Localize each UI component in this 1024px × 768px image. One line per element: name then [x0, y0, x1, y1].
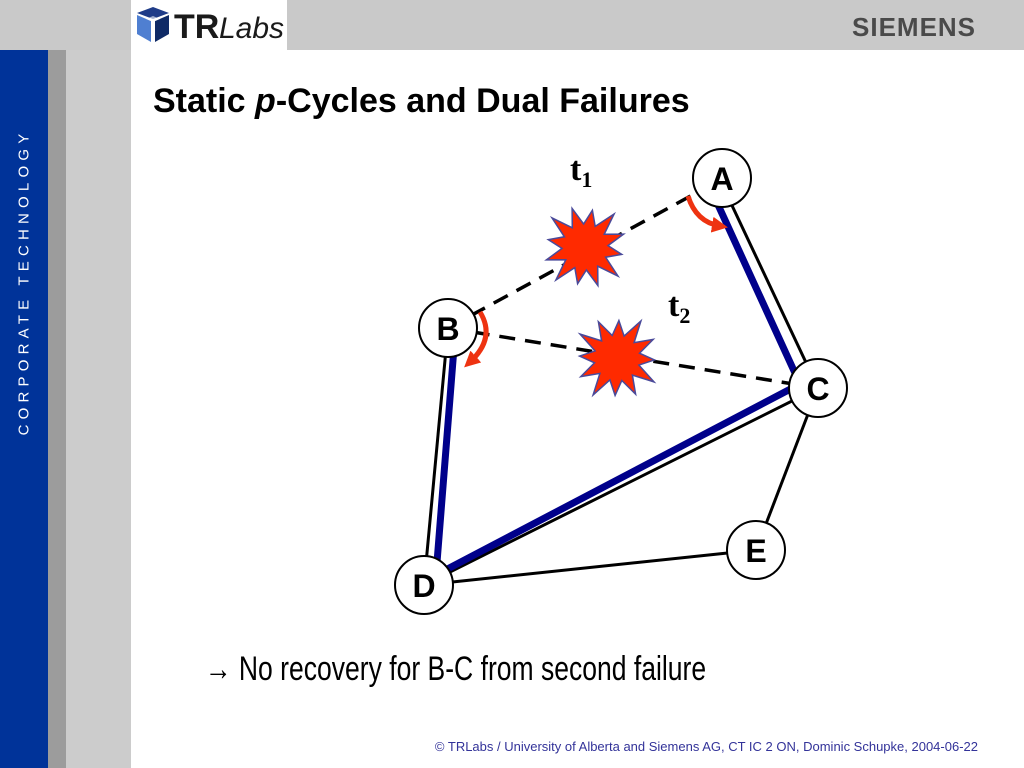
trlabs-logo: TR Labs: [137, 7, 284, 46]
node-b-label: B: [436, 311, 459, 347]
link-a-c: [718, 179, 820, 389]
node-d: D: [394, 555, 454, 615]
bullet-text: No recovery for B-C from second failure: [231, 650, 707, 688]
logo-tr-text: TR: [174, 8, 219, 46]
p-cycle-path: [432, 194, 804, 579]
node-e: E: [726, 520, 786, 580]
bullet-point: → No recovery for B-C from second failur…: [205, 650, 706, 689]
node-e-label: E: [745, 533, 766, 569]
loopback-arrow-b: [464, 310, 489, 368]
trlabs-emblem-icon: [137, 7, 169, 42]
loopback-arrow-a: [685, 195, 728, 233]
failure-burst-2: [577, 318, 657, 398]
node-a-label: A: [710, 161, 733, 197]
slide-title: Static p-Cycles and Dual Failures: [153, 82, 690, 121]
sidebar-stripe-light: [66, 50, 131, 768]
footer-copyright: © TRLabs / University of Alberta and Sie…: [434, 739, 978, 754]
title-prefix: Static: [153, 82, 256, 120]
logo-labs-text: Labs: [219, 12, 284, 45]
failure-burst-1: [544, 206, 626, 288]
failure-label-t2: t2: [668, 287, 690, 328]
node-c-label: C: [806, 371, 829, 407]
link-d-e: [423, 548, 757, 587]
link-c-d: [423, 386, 819, 587]
link-b-d: [422, 327, 450, 586]
title-suffix: -Cycles and Dual Failures: [275, 82, 690, 120]
siemens-logo: SIEMENS: [852, 12, 977, 42]
failure-label-t1: t1: [570, 151, 592, 192]
title-italic-p: p: [255, 82, 276, 120]
bullet-arrow-icon: →: [205, 650, 232, 688]
node-d-label: D: [412, 568, 435, 604]
node-b: B: [418, 298, 478, 358]
node-c: C: [788, 358, 848, 418]
sidebar-stripe-dark: [48, 50, 66, 768]
sidebar-blue: [0, 50, 48, 768]
node-a: A: [692, 148, 752, 208]
